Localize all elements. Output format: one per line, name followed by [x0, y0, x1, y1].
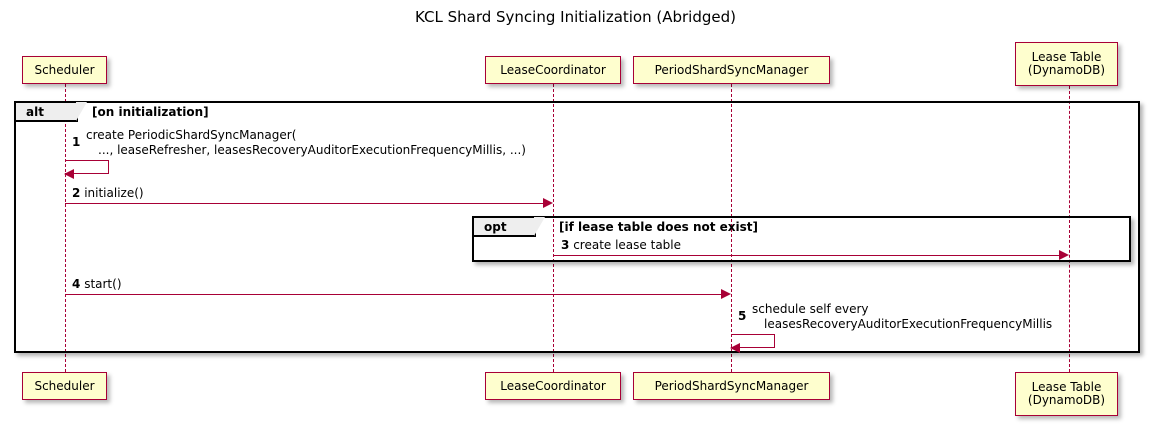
message-5-self-loop: [731, 334, 775, 348]
message-3-line: [553, 255, 1060, 256]
message-4-line: [65, 294, 722, 295]
message-3-arrow-head: [1059, 250, 1069, 260]
message-3-label: 3 create lease table: [561, 238, 681, 252]
lifeline-periodshardsyncmanager: [731, 84, 732, 372]
message-4-label: 4 start(): [72, 277, 122, 291]
message-1-line1: create PeriodicShardSyncManager(: [86, 128, 297, 142]
participant-leasetable-bottom[interactable]: Lease Table (DynamoDB): [1015, 372, 1118, 416]
frame-opt-keyword: opt: [484, 219, 507, 234]
participant-scheduler-bottom[interactable]: Scheduler: [22, 372, 107, 400]
participant-leasetable-top[interactable]: Lease Table (DynamoDB): [1015, 42, 1118, 86]
frame-alt: [14, 101, 1140, 353]
participant-label: PeriodShardSyncManager: [654, 62, 809, 77]
message-1-seq: 1: [72, 135, 81, 149]
message-5-seq: 5: [738, 309, 747, 323]
frame-opt-tab: opt: [474, 217, 545, 237]
participant-label-line1: Lease Table: [1031, 50, 1102, 64]
message-5-arrow-head: [730, 343, 740, 353]
participant-label: LeaseCoordinator: [500, 62, 606, 77]
message-2-arrow-head: [543, 198, 553, 208]
participant-periodshardsyncmanager-top[interactable]: PeriodShardSyncManager: [633, 56, 830, 84]
message-4-arrow-head: [721, 289, 731, 299]
message-4-text: start(): [84, 277, 122, 291]
participant-leasecoordinator-bottom[interactable]: LeaseCoordinator: [485, 372, 621, 400]
message-5-label: 5 schedule self every leasesRecoveryAudi…: [738, 302, 1052, 332]
participant-periodshardsyncmanager-bottom[interactable]: PeriodShardSyncManager: [633, 372, 830, 400]
message-5-line2: leasesRecoveryAuditorExecutionFrequencyM…: [764, 317, 1053, 331]
message-2-text: initialize(): [84, 186, 144, 200]
message-2-seq: 2: [72, 186, 81, 200]
lifeline-leasetable: [1069, 86, 1070, 372]
participant-scheduler-top[interactable]: Scheduler: [22, 56, 107, 84]
frame-alt-condition: [on initialization]: [92, 105, 209, 119]
participant-label: Scheduler: [34, 62, 95, 77]
frame-alt-tab: alt: [16, 102, 87, 122]
lifeline-scheduler: [65, 84, 66, 372]
message-3-seq: 3: [561, 238, 570, 252]
participant-leasecoordinator-top[interactable]: LeaseCoordinator: [485, 56, 621, 84]
diagram-title: KCL Shard Syncing Initialization (Abridg…: [415, 8, 736, 26]
message-1-self-loop: [65, 160, 109, 174]
message-3-text: create lease table: [573, 238, 682, 252]
message-1-label: 1 create PeriodicShardSyncManager( ..., …: [72, 128, 526, 158]
participant-label-line2: (DynamoDB): [1027, 63, 1106, 77]
participant-label: PeriodShardSyncManager: [654, 378, 809, 393]
participant-label: LeaseCoordinator: [500, 378, 606, 393]
message-2-label: 2 initialize(): [72, 186, 144, 200]
frame-alt-keyword: alt: [26, 104, 44, 119]
participant-label-line1: Lease Table: [1031, 380, 1102, 394]
message-1-line2: ..., leaseRefresher, leasesRecoveryAudit…: [98, 143, 526, 157]
participant-label: Scheduler: [34, 378, 95, 393]
frame-opt: [472, 216, 1131, 262]
message-2-line: [65, 203, 544, 204]
participant-label-line2: (DynamoDB): [1027, 393, 1106, 407]
message-1-arrow-head: [64, 169, 74, 179]
message-5-line1: schedule self every: [752, 302, 869, 316]
frame-opt-condition: [if lease table does not exist]: [559, 220, 759, 234]
lifeline-leasecoordinator: [553, 84, 554, 372]
message-4-seq: 4: [72, 277, 81, 291]
